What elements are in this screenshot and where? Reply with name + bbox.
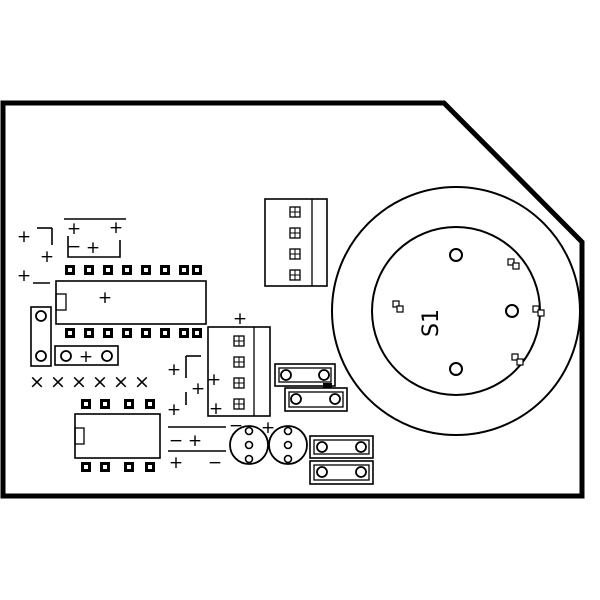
capacitor-bracket-bottom: − + + −	[168, 426, 226, 473]
resistor-vertical	[30, 306, 52, 367]
x-mark: ×	[113, 371, 129, 393]
x-mark: ×	[71, 371, 87, 393]
capacitor-horizontal-small: +	[54, 345, 119, 367]
terminal-block-middle: + + +	[207, 309, 271, 419]
dip8-ic	[74, 399, 161, 472]
switch-pin	[505, 304, 519, 318]
polarity-plus: +	[98, 288, 112, 308]
x-mark: ×	[92, 371, 108, 393]
polarity-plus: +	[169, 453, 183, 473]
resistor-2	[284, 383, 348, 412]
polarity-plus: +	[67, 219, 81, 239]
x-mark: ×	[29, 371, 45, 393]
dip16-ic: +	[55, 265, 207, 338]
resistor-4	[309, 460, 374, 485]
terminal-block-top	[264, 198, 328, 287]
polarity-minus: −	[208, 453, 222, 473]
polarity-plus: +	[167, 360, 181, 380]
polarity-minus: −	[229, 416, 243, 436]
switch-pin	[449, 362, 463, 376]
polarity-plus: +	[167, 400, 181, 420]
polarity-plus: +	[40, 247, 54, 267]
polarity-plus: +	[188, 431, 202, 451]
polarity-plus: +	[86, 238, 100, 258]
resistor-3	[309, 435, 374, 459]
polarity-plus: +	[233, 309, 247, 329]
polarity-plus: +	[209, 399, 223, 419]
resistor-1	[274, 363, 336, 387]
polarity-plus: +	[79, 347, 93, 367]
polarity-plus: +	[191, 379, 205, 399]
board-outline	[0, 100, 585, 499]
polarity-plus: +	[261, 418, 275, 438]
polarity-plus: +	[207, 370, 221, 390]
capacitor-bracket-top-left: + + + + + + −	[17, 218, 126, 286]
x-mark: ×	[134, 371, 150, 393]
polarity-plus: +	[17, 227, 31, 247]
transistor-left: −	[229, 416, 269, 465]
polarity-minus: −	[169, 431, 183, 451]
polarity-plus: +	[17, 266, 31, 286]
unpopulated-pads-row: × × × × × ×	[29, 371, 150, 393]
polarity-minus: −	[67, 237, 81, 257]
transistor-right: +	[261, 418, 308, 465]
capacitor-bracket-middle: + + +	[167, 355, 205, 420]
rotary-switch-s1: S1	[331, 186, 581, 436]
x-mark: ×	[50, 371, 66, 393]
polarity-plus: +	[109, 218, 123, 238]
switch-label: S1	[419, 309, 444, 337]
switch-pin	[449, 248, 463, 262]
